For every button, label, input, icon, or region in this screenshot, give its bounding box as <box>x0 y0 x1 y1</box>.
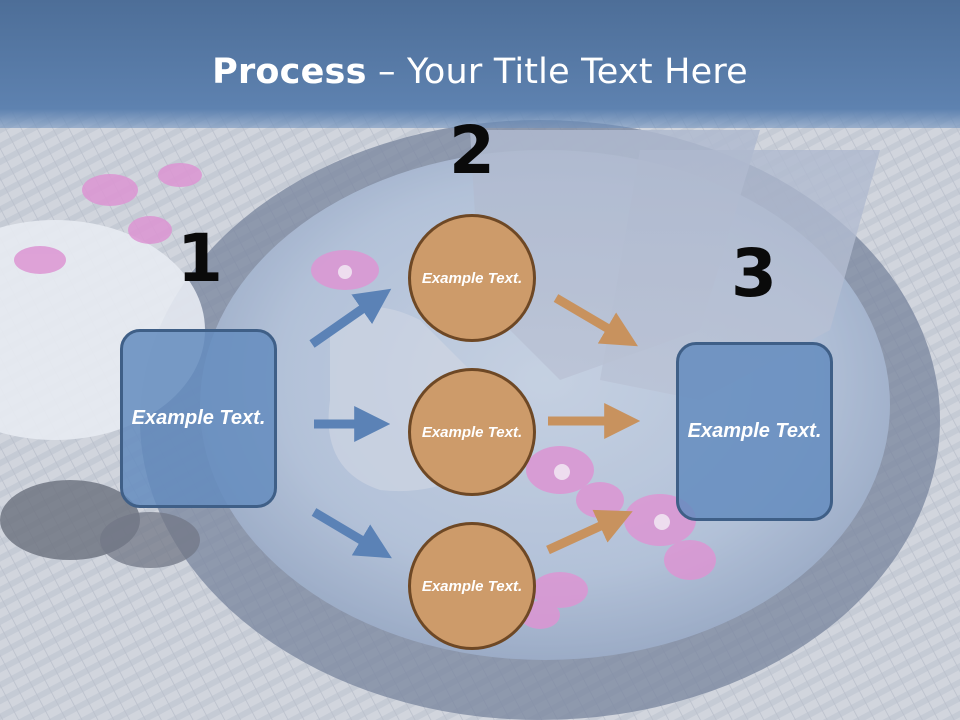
right-step-box: Example Text. <box>676 342 833 521</box>
left-step-box: Example Text. <box>120 329 277 508</box>
circle-step-middle: Example Text. <box>408 368 536 496</box>
circle-step-top: Example Text. <box>408 214 536 342</box>
circle-step-bottom-text: Example Text. <box>421 577 523 595</box>
step-number-1: 1 <box>177 220 223 297</box>
circle-step-bottom: Example Text. <box>408 522 536 650</box>
title-bold: Process <box>212 52 367 92</box>
slide-title: Process – Your Title Text Here <box>0 52 960 92</box>
title-rest: – Your Title Text Here <box>366 52 748 92</box>
circle-step-middle-text: Example Text. <box>421 423 523 441</box>
circle-step-top-text: Example Text. <box>421 269 523 287</box>
left-step-box-text: Example Text. <box>131 407 266 429</box>
right-step-box-text: Example Text. <box>687 420 822 442</box>
step-number-3: 3 <box>731 235 777 312</box>
step-number-2: 2 <box>449 112 495 189</box>
title-bar <box>0 0 960 128</box>
